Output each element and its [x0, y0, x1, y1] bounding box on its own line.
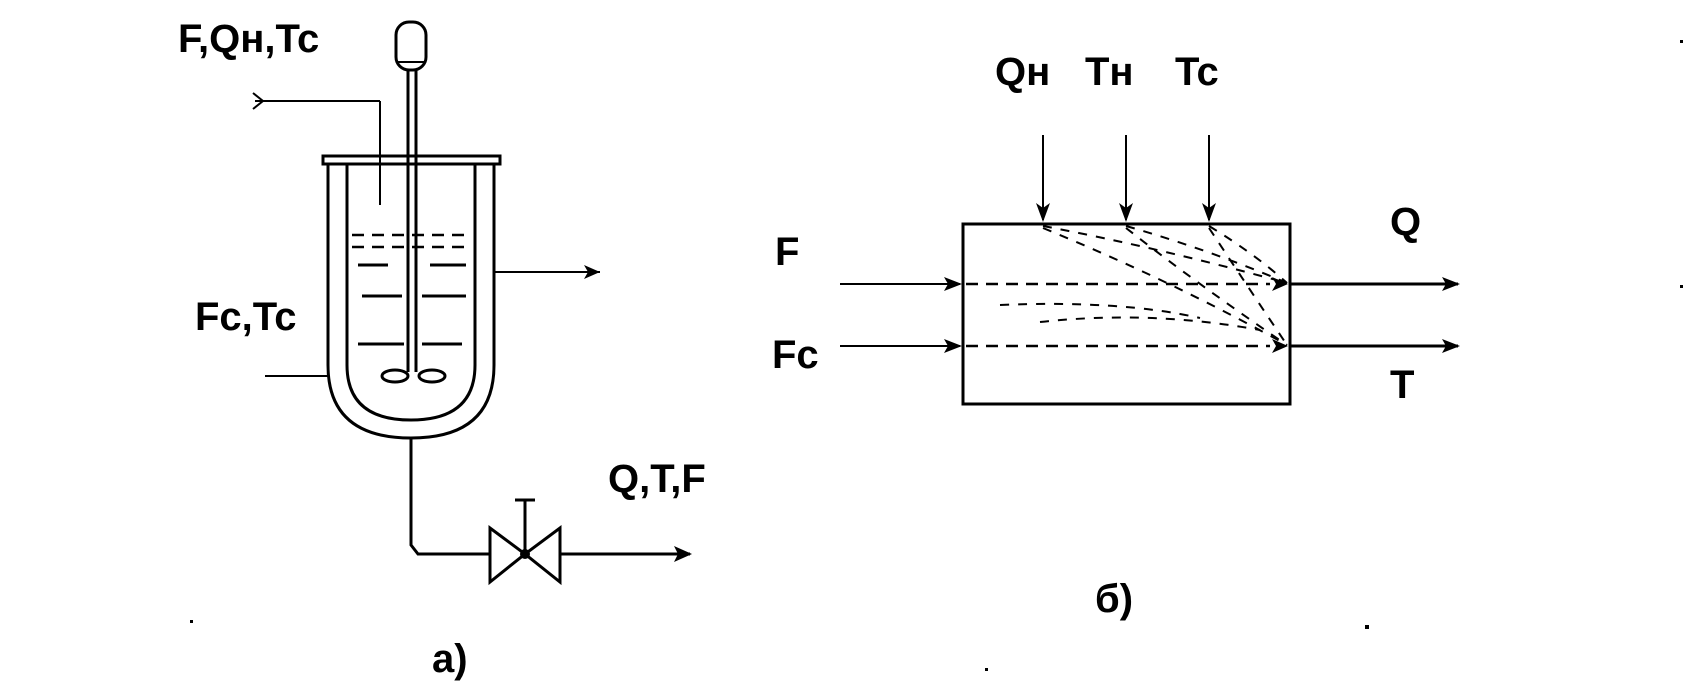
top-label-tc: Tc [1175, 50, 1219, 94]
top-label-tn: Tн [1085, 50, 1134, 94]
control-valve [488, 498, 562, 586]
scan-specks [190, 40, 1683, 671]
liquid-lines [358, 263, 466, 346]
top-label-qn: Qн [995, 50, 1050, 94]
left-label-f: F [775, 230, 799, 274]
left-input-arrows [840, 277, 962, 353]
agitator-shaft [406, 70, 418, 372]
feed-input-label: F,Qн,Tc [178, 17, 319, 61]
right-label-q: Q [1390, 200, 1421, 244]
caption-b: б) [1095, 577, 1133, 621]
coolant-input-label: Fc,Tc [195, 295, 297, 339]
right-output-arrows [1290, 277, 1460, 353]
product-outlet-pipe [409, 438, 692, 562]
agitator-motor [394, 20, 428, 72]
reactor-vessel [345, 164, 477, 422]
cooling-jacket [326, 164, 496, 440]
product-output-label: Q,T,F [608, 457, 706, 501]
caption-a: а) [432, 637, 468, 681]
reactor-diagram: F,Qн,Tc Fc,Tc Q,T,F а) [178, 17, 706, 681]
top-input-arrows [1036, 135, 1216, 222]
feed-inlet-pipe [252, 92, 381, 205]
right-label-t: T [1390, 363, 1414, 407]
reactor-lid [321, 154, 502, 166]
internal-influence-lines [966, 225, 1288, 353]
coolant-outlet-pipe [494, 265, 600, 279]
impeller [380, 368, 447, 384]
block-diagram: Qн Tн Tc F Fc Q T б) [772, 50, 1460, 621]
left-label-fc: Fc [772, 333, 819, 377]
process-block [961, 222, 1292, 406]
